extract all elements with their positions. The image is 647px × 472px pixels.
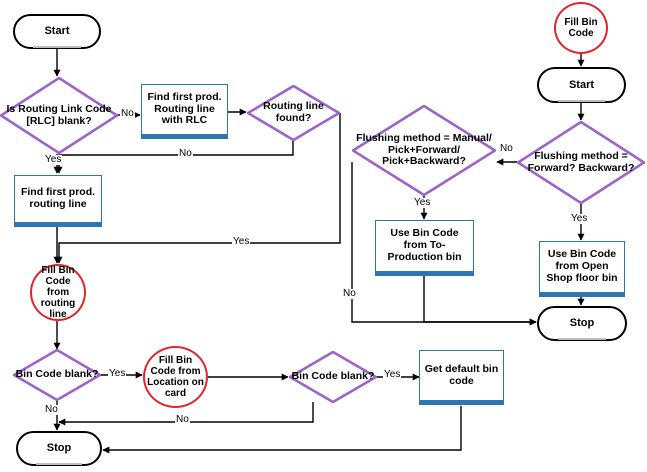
node-fill-bin-code-from-location-on-card[interactable]: Fill Bin Code from Location on card xyxy=(143,346,208,408)
node-label: Use Bin Code from Open Shop floor bin xyxy=(546,248,618,284)
node-flushing-method-manual[interactable]: Flushing method = Manual/ Pick+Forward/ … xyxy=(352,105,496,196)
node-label: Stop xyxy=(46,442,72,455)
edge-label-bin2-yes: Yes xyxy=(383,369,402,380)
node-stop-left[interactable]: Stop xyxy=(16,431,102,466)
node-label: Is Routing Link Code [RLC] blank? xyxy=(6,102,112,127)
node-find-first-prod-routing-line-with-rlc[interactable]: Find first prod. Routing line with RLC xyxy=(141,84,228,139)
edge-label-bin1-yes: Yes xyxy=(108,368,127,379)
node-label: Stop xyxy=(569,317,595,330)
edge-label-flush-fb-yes: Yes xyxy=(570,213,589,224)
node-label: Bin Code blank? xyxy=(291,370,375,383)
edge-label-flush-manual-yes: Yes xyxy=(413,197,432,208)
edge-label-routing-found-yes: Yes xyxy=(232,236,251,247)
node-flushing-method-forward-backward[interactable]: Flushing method = Forward? Backward? xyxy=(517,121,645,204)
node-get-default-bin-code[interactable]: Get default bin code xyxy=(419,350,504,405)
node-label: Get default bin code xyxy=(424,362,499,387)
edge-label-flush-manual-no: No xyxy=(342,288,357,299)
node-label: Flushing method = Manual/ Pick+Forward/ … xyxy=(356,131,492,168)
edge-label-bin1-no: No xyxy=(44,404,59,415)
node-stop-right[interactable]: Stop xyxy=(537,306,627,341)
diamond-shape xyxy=(289,351,377,403)
node-is-rlc-blank[interactable]: Is Routing Link Code [RLC] blank? xyxy=(0,77,118,154)
node-fill-bin-code-from-routing-line[interactable]: Fill Bin Code from routing line xyxy=(30,264,86,321)
node-label: Start xyxy=(568,78,595,91)
node-start-right[interactable]: Start xyxy=(537,67,626,103)
node-label: Use Bin Code from To-Production bin xyxy=(387,227,462,263)
node-use-bin-code-to-production[interactable]: Use Bin Code from To-Production bin xyxy=(375,220,474,276)
node-label: Routing line found? xyxy=(263,100,324,124)
edge-label-rlc-no: No xyxy=(120,108,135,119)
node-label: Start xyxy=(44,25,70,38)
node-label: Find first prod. Routing line with RLC xyxy=(147,90,222,127)
diamond-shape xyxy=(517,121,645,204)
edge-label-flush-fb-no: No xyxy=(499,143,514,154)
node-routing-line-found[interactable]: Routing line found? xyxy=(247,85,340,141)
diamond-shape xyxy=(247,85,340,141)
edge-label-routing-found-no: No xyxy=(178,148,193,159)
node-bin-code-blank-2[interactable]: Bin Code blank? xyxy=(289,351,377,403)
node-label: Fill Bin Code xyxy=(564,16,598,39)
diamond-shape xyxy=(0,77,118,154)
node-bin-code-blank-1[interactable]: Bin Code blank? xyxy=(13,349,101,401)
edge-label-bin2-no: No xyxy=(175,414,190,425)
node-label: Fill Bin Code from routing line xyxy=(40,264,76,321)
node-label: Bin Code blank? xyxy=(15,368,99,381)
edge-label-rlc-yes: Yes xyxy=(44,154,63,165)
node-label: Flushing method = Forward? Backward? xyxy=(527,149,635,174)
node-use-bin-code-open-shop-floor[interactable]: Use Bin Code from Open Shop floor bin xyxy=(539,241,625,297)
node-find-first-prod-routing-line[interactable]: Find first prod. routing line xyxy=(14,175,102,227)
node-fill-bin-code[interactable]: Fill Bin Code xyxy=(554,2,608,54)
node-label: Find first prod. routing line xyxy=(20,186,96,210)
diamond-shape xyxy=(13,349,101,401)
node-label: Fill Bin Code from Location on card xyxy=(147,354,204,400)
diamond-shape xyxy=(352,105,496,196)
node-start-left[interactable]: Start xyxy=(13,14,101,49)
